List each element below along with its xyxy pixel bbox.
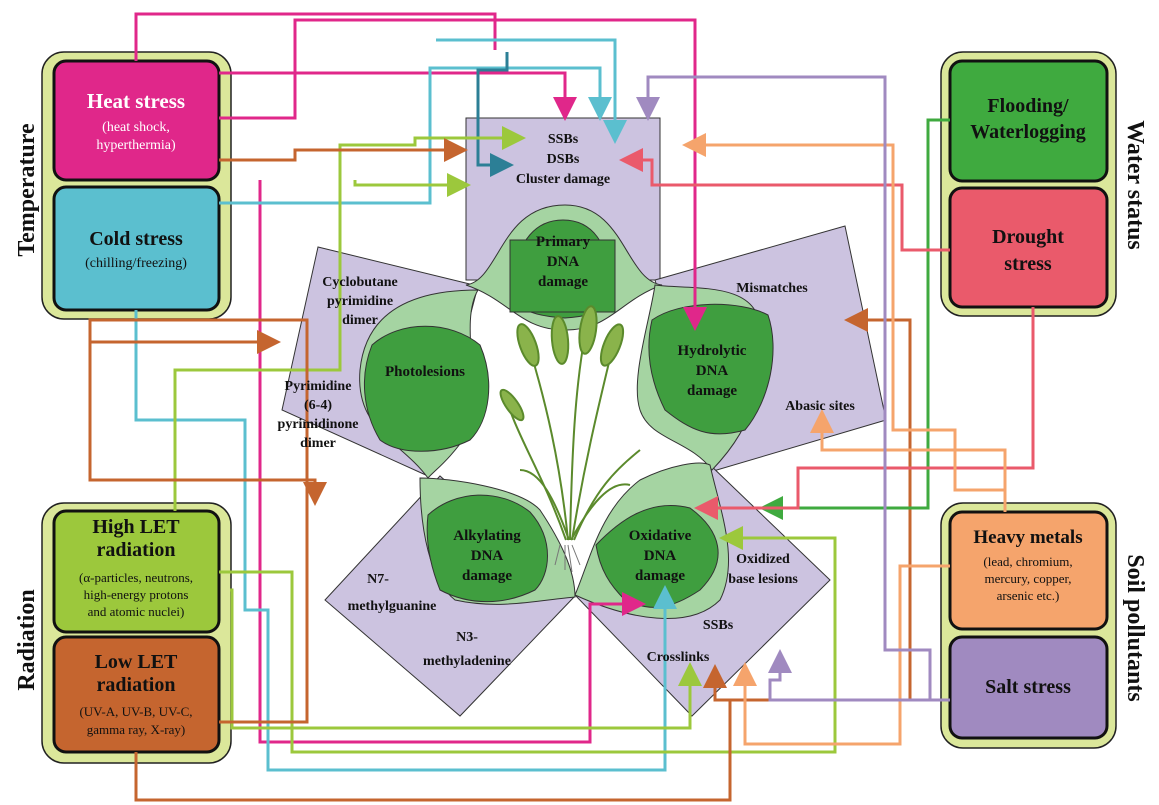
high-let-sub1: (α-particles, neutrons, <box>79 570 193 585</box>
arrow-peach-1 <box>810 409 1007 512</box>
cold-sub1: (chilling/freezing) <box>85 256 187 271</box>
box-heavy-metals <box>948 510 1109 631</box>
heat-sub1: (heat shock, <box>102 120 170 135</box>
box-salt <box>948 635 1109 740</box>
arrow-lime-2 <box>353 173 471 197</box>
arrow-cold-3 <box>134 310 677 772</box>
alkylating-l3: damage <box>462 568 512 584</box>
oxidative-l2: DNA <box>644 548 677 564</box>
arrow-cold-1 <box>219 66 612 205</box>
arrow-purple-2 <box>768 649 930 702</box>
core-hydrolytic <box>648 303 774 435</box>
arrow-lime-3 <box>219 526 837 754</box>
arrow-heat-1 <box>219 71 577 121</box>
damage-labels: Primary DNA damage Hydrolytic DNA damage… <box>385 234 747 584</box>
high-let-title1: High LET <box>92 516 180 538</box>
low-let-sub2: gamma ray, X-ray) <box>87 722 185 737</box>
arrow-heat-2 <box>219 18 707 331</box>
lesion-ssbs: SSBs <box>548 132 579 147</box>
lesion-64-a: Pyrimidine <box>285 379 352 394</box>
alkylating-l2: DNA <box>471 548 504 564</box>
primary-l2: DNA <box>547 254 580 270</box>
salt-title: Salt stress <box>985 676 1071 698</box>
arrow-brown-1 <box>88 318 327 724</box>
group-title-temperature: Temperature <box>14 123 40 257</box>
core-primary-square <box>509 239 616 313</box>
alkylating-l1: Alkylating <box>453 528 521 544</box>
heavy-metals-title: Heavy metals <box>973 527 1082 548</box>
hydrolytic-l2: DNA <box>696 363 729 379</box>
hydrolytic-l1: Hydrolytic <box>678 343 747 359</box>
oxidative-l3: damage <box>635 568 685 584</box>
flooding-title1: Flooding/ <box>987 95 1069 117</box>
lesion-mismatches: Mismatches <box>736 281 808 296</box>
lesion-64-d: dimer <box>300 436 336 451</box>
lesion-n7-a: N7- <box>367 572 389 587</box>
cold-title: Cold stress <box>89 228 183 250</box>
lesion-ox-ssbs: SSBs <box>703 618 734 633</box>
lesion-oxidized-a: Oxidized <box>736 552 790 567</box>
core-alkylating <box>426 494 548 603</box>
damage-cores <box>364 219 774 608</box>
arrow-heat-3 <box>134 12 497 61</box>
lesion-64-b: (6-4) <box>304 398 332 413</box>
drought-title1: Drought <box>992 226 1064 248</box>
core-photo <box>364 325 490 452</box>
lesion-abasic: Abasic sites <box>785 399 855 414</box>
group-title-radiation: Radiation <box>14 589 40 690</box>
stressor-boxes <box>52 59 1109 754</box>
lesion-cpd-c: dimer <box>342 313 378 328</box>
connector-arrows <box>88 12 1035 802</box>
arrow-peach-3 <box>733 564 950 746</box>
lesion-oxidized-b: base lesions <box>728 572 798 587</box>
photo-l1: Photolesions <box>385 364 465 380</box>
plant-illustration <box>499 305 641 573</box>
arrow-heat-4 <box>258 180 646 744</box>
lesion-n3-b: methyladenine <box>423 654 511 669</box>
heat-title: Heat stress <box>87 89 185 113</box>
arrow-green-1 <box>759 118 950 520</box>
oxidative-l1: Oxidative <box>629 528 692 544</box>
arrow-lime-4 <box>230 588 702 730</box>
heavy-metals-sub1: (lead, chromium, <box>983 554 1072 569</box>
arrow-cold-2 <box>436 38 627 144</box>
lesion-n7-b: methylguanine <box>348 599 437 614</box>
heat-sub2: hyperthermia) <box>96 138 176 153</box>
lesion-cpd-b: pyrimidine <box>327 294 393 309</box>
flooding-title2: Waterlogging <box>970 121 1086 143</box>
arrow-lime-1 <box>173 126 526 511</box>
high-let-sub2: high-energy protons <box>84 587 189 602</box>
group-title-water-status: Water status <box>1122 120 1148 250</box>
heavy-metals-sub3: arsenic etc.) <box>997 588 1060 603</box>
group-title-soil-pollutants: Soil pollutants <box>1122 554 1148 701</box>
lesion-dsbs: DSBs <box>547 152 580 167</box>
low-let-title2: radiation <box>97 674 176 696</box>
hydrolytic-l3: damage <box>687 383 737 399</box>
primary-l3: damage <box>538 274 588 290</box>
lesion-64-c: pyrimidinone <box>278 417 359 432</box>
arrow-brown-3 <box>219 138 468 162</box>
lesion-n3-a: N3- <box>456 630 478 645</box>
core-oxidative <box>595 505 719 608</box>
arrow-red-2 <box>694 307 1035 520</box>
drought-title2: stress <box>1004 253 1052 275</box>
box-drought <box>948 186 1109 309</box>
low-let-sub1: (UV-A, UV-B, UV-C, <box>79 704 192 719</box>
arrow-teal-1 <box>476 52 514 177</box>
low-let-title1: Low LET <box>95 651 178 673</box>
lesion-labels: SSBs DSBs Cluster damage Mismatches Abas… <box>278 132 856 669</box>
lesion-cluster: Cluster damage <box>516 172 610 187</box>
arrow-red-1 <box>619 148 950 252</box>
lesion-crosslinks: Crosslinks <box>647 650 710 665</box>
stressor-labels: Heat stress (heat shock, hyperthermia) C… <box>79 89 1086 737</box>
primary-l1: Primary <box>536 234 591 250</box>
lesion-cpd-a: Cyclobutane <box>322 275 397 290</box>
high-let-title2: radiation <box>97 539 176 561</box>
high-let-sub3: and atomic nuclei) <box>88 604 185 619</box>
arrow-brown-4 <box>134 664 732 802</box>
heavy-metals-sub2: mercury, copper, <box>984 571 1071 586</box>
